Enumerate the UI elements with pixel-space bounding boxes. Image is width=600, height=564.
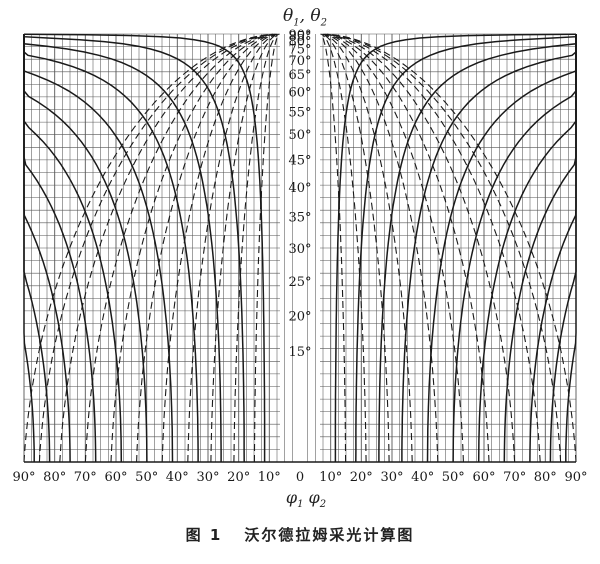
theta-tick-label: 70°	[288, 54, 311, 69]
dashed-curve	[38, 33, 273, 463]
phi-tick-label: 20°	[227, 470, 250, 485]
dashed-curve	[321, 33, 367, 463]
solid-curve	[378, 34, 577, 462]
phi-tick-label: 80°	[43, 470, 66, 485]
phi-tick-label: 90°	[12, 470, 35, 485]
dashed-curve	[253, 33, 280, 463]
dashed-curve	[323, 33, 439, 463]
dashed-curve	[322, 33, 413, 463]
solid-curve	[565, 34, 577, 462]
dashed-curve	[136, 33, 276, 463]
phi-tick-label-zero: 0	[296, 470, 304, 485]
phi-tick-label: 40°	[166, 470, 189, 485]
figure-title: 沃尔德拉姆采光计算图	[244, 526, 415, 544]
dashed-curve	[326, 33, 541, 463]
theta-axis-labels: 90°85°80°75°70°65° 60° 55° 50° 45° 40° 35° 30° 2…	[288, 28, 311, 360]
theta-tick-label: 50°	[288, 128, 311, 143]
figure-number: 图 1	[185, 526, 223, 544]
theta-tick-label: 15°	[288, 345, 311, 360]
theta-tick-label: 20°	[288, 310, 311, 325]
solid-curve	[23, 34, 35, 462]
theta-tick-label: 90°	[288, 28, 311, 43]
phi-tick-label: 20°	[350, 470, 373, 485]
dashed-curve	[321, 33, 390, 463]
dashed-curve	[23, 33, 273, 463]
dashed-curve	[233, 33, 279, 463]
phi-tick-label: 60°	[104, 470, 127, 485]
theta-tick-label: 65°	[288, 68, 311, 83]
theta-tick-label: 45°	[288, 153, 311, 168]
phi-axis-title: φ1 φ2	[285, 488, 327, 511]
solid-curves	[23, 33, 577, 463]
phi-tick-label: 40°	[411, 470, 434, 485]
dashed-curve	[325, 33, 516, 463]
theta-tick-label: 80°	[288, 35, 311, 50]
solid-curve	[23, 33, 266, 462]
phi-tick-label: 60°	[472, 470, 495, 485]
theta-axis-title: θ1, θ2	[270, 6, 340, 29]
phi-tick-label: 70°	[74, 470, 97, 485]
theta-tick-label: 35°	[288, 211, 311, 226]
phi-tick-label: 50°	[442, 470, 465, 485]
dashed-curve	[187, 33, 278, 463]
solid-curve	[355, 34, 577, 463]
dashed-curve	[320, 33, 347, 463]
phi-tick-label: 10°	[319, 470, 342, 485]
phi-tick-label: 30°	[380, 470, 403, 485]
solid-curve	[23, 34, 245, 463]
dashed-curve	[327, 33, 577, 463]
dashed-curve	[84, 33, 275, 463]
phi-tick-label: 90°	[564, 470, 587, 485]
theta-tick-label: 40°	[288, 181, 311, 196]
theta-tick-label: 85°	[288, 30, 311, 45]
figure-caption: 图 1 沃尔德拉姆采光计算图	[0, 524, 600, 545]
theta-tick-label: 75°	[288, 43, 311, 58]
phi-tick-label: 50°	[135, 470, 158, 485]
dashed-curve	[324, 33, 464, 463]
phi-tick-label: 30°	[196, 470, 219, 485]
solid-curve	[334, 33, 577, 462]
theta-tick-label: 55°	[288, 105, 311, 120]
dashed-curve	[161, 33, 277, 463]
theta-tick-label: 60°	[288, 85, 311, 100]
phi-axis-labels: 90° 80° 70° 60° 50° 40° 30° 20° 10° 0 10° 20° 30° 40°…	[12, 470, 587, 485]
dashed-curve	[210, 33, 279, 463]
theta-tick-label: 30°	[288, 242, 311, 257]
phi-tick-label: 70°	[503, 470, 526, 485]
phi-tick-label: 80°	[534, 470, 557, 485]
phi-tick-label: 10°	[258, 470, 281, 485]
theta-tick-label: 25°	[288, 275, 311, 290]
solid-curve	[23, 34, 222, 462]
dashed-curve	[59, 33, 274, 463]
dashed-curve	[327, 33, 562, 463]
